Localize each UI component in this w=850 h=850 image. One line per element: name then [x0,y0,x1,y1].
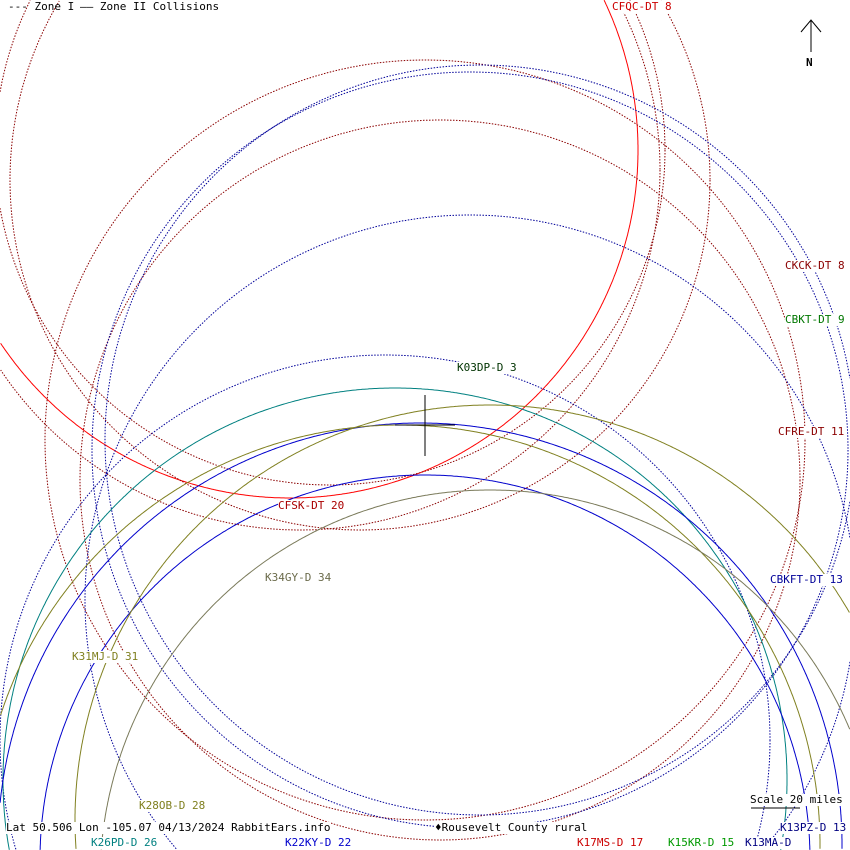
station-label-k22ky[interactable]: K22KY-D 22 [285,836,352,849]
contour-cbkft [91,71,849,829]
contour-cfqc-dotted [0,0,666,486]
contour-k13ma [39,474,811,850]
station-label-k13pz[interactable]: K13PZ-D 13 [780,821,847,834]
station-label-cbkft[interactable]: CBKFT-DT 13 [770,573,843,586]
station-label-k28ob[interactable]: K28OB-D 28 [139,799,206,812]
contour-k17ms [79,119,801,841]
contour-cfsk [0,0,661,531]
station-label-k13ma[interactable]: K13MA-D [745,836,792,849]
station-label-k26pd[interactable]: K26PD-D 26 [91,836,158,849]
north-arrow-icon [800,19,822,33]
contour-k26pd [2,387,788,850]
station-label-cfqc[interactable]: CFQC-DT 8 [612,0,672,13]
contour-k03dp [0,354,771,850]
contour-k34gy [100,489,850,850]
station-label-cbkt[interactable]: CBKT-DT 9 [785,313,845,326]
station-label-ckck[interactable]: CKCK-DT 8 [785,259,845,272]
contour-ckck [9,0,711,531]
location-marker-icon: ♦ [435,821,442,834]
legend-zone1: --- Zone I [8,0,75,13]
station-label-cfsk[interactable]: CFSK-DT 20 [278,499,345,512]
contour-cfre [44,59,806,821]
coords-readout: Lat 50.506 Lon -105.07 04/13/2024 Rabbit… [6,821,331,834]
station-label-cfre[interactable]: CFRE-DT 11 [778,425,845,438]
station-label-k34gy[interactable]: K34GY-D 34 [265,571,332,584]
contour-k31mj [74,404,850,849]
contour-k13pz [84,214,850,850]
north-label: N [806,56,813,69]
location-text: Rousevelt County rural [441,821,588,834]
contour-k28ob [0,424,821,849]
location-label: ♦Rousevelt County rural [435,821,588,834]
station-label-k15kr[interactable]: K15KR-D 15 [668,836,735,849]
contour-cbkt [104,64,850,816]
station-label-k03dp[interactable]: K03DP-D 3 [457,361,517,374]
legend-zone2: —— Zone II Collisions [80,0,220,13]
scale-label: Scale 20 miles [750,793,843,806]
contour-k22ky [0,422,843,849]
station-label-k31mj[interactable]: K31MJ-D 31 [72,650,139,663]
station-label-k17ms[interactable]: K17MS-D 17 [577,836,644,849]
